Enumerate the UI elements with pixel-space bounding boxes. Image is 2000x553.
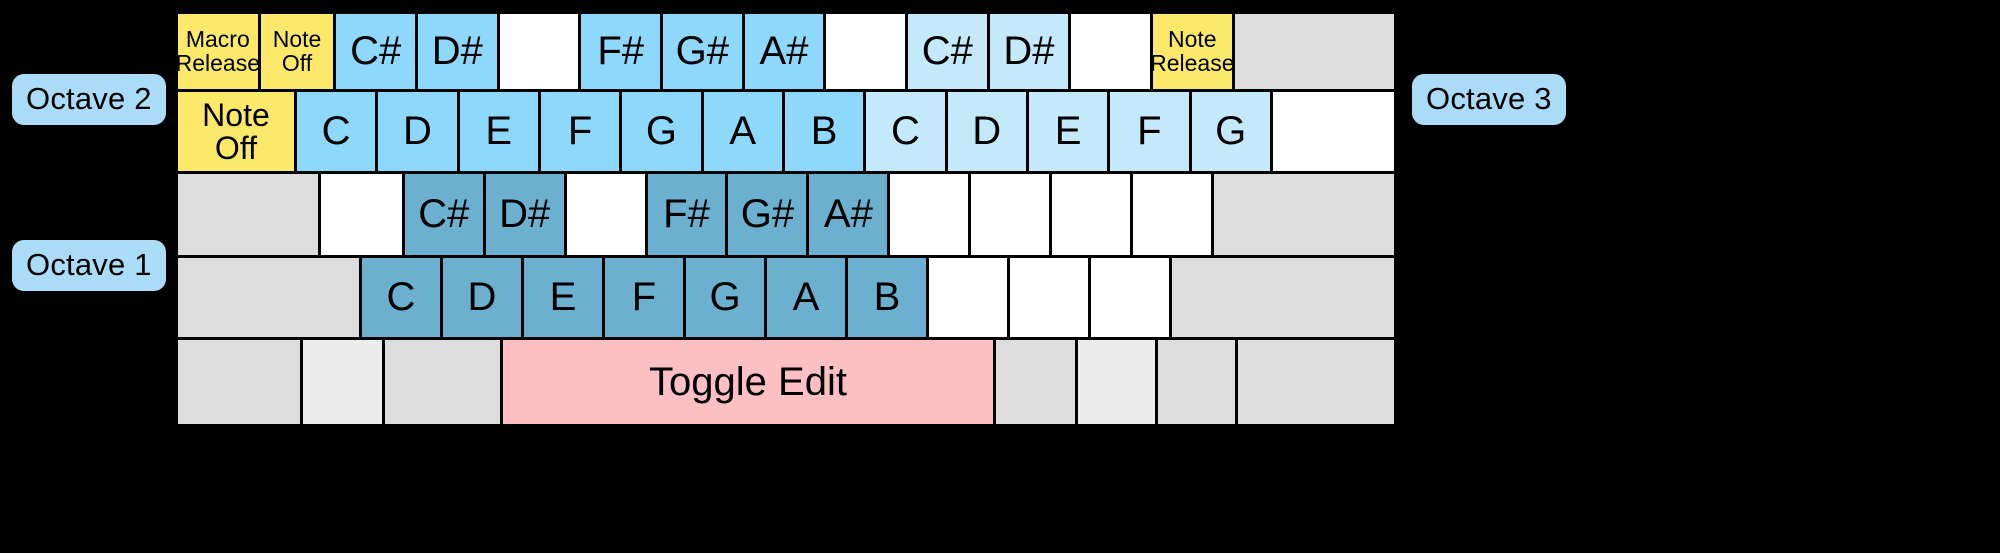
key-f-sharp[interactable]: F#: [647, 174, 729, 258]
key-a[interactable]: A: [703, 92, 785, 174]
key-a-sharp[interactable]: A#: [744, 14, 827, 92]
key-toggle-edit[interactable]: Toggle Edit: [503, 340, 996, 424]
key-d-sharp[interactable]: D#: [485, 174, 567, 258]
key-e[interactable]: E: [459, 92, 541, 174]
key-c[interactable]: C: [362, 258, 443, 340]
key-blank: [1272, 92, 1394, 174]
key-d[interactable]: D: [378, 92, 460, 174]
key-b[interactable]: B: [784, 92, 867, 174]
key-c-sharp[interactable]: C#: [404, 174, 486, 258]
key-blank: [178, 340, 303, 424]
key-blank: [971, 174, 1053, 258]
key-blank: [1091, 258, 1172, 340]
key-g-sharp[interactable]: G#: [728, 174, 810, 258]
key-g-sharp[interactable]: G#: [663, 14, 745, 92]
key-e[interactable]: E: [1028, 92, 1111, 174]
key-blank: [1071, 14, 1153, 92]
key-a-sharp[interactable]: A#: [809, 174, 891, 258]
key-f-sharp[interactable]: F#: [581, 14, 664, 92]
key-g[interactable]: G: [1191, 92, 1273, 174]
key-e[interactable]: E: [524, 258, 605, 340]
key-blank: [996, 340, 1078, 424]
key-blank: [1238, 340, 1394, 424]
key-blank: [303, 340, 385, 424]
octave-1-label: Octave 1: [12, 240, 166, 291]
key-d[interactable]: D: [443, 258, 524, 340]
key-blank: [1172, 258, 1394, 340]
key-blank: [890, 174, 972, 258]
key-f[interactable]: F: [605, 258, 686, 340]
key-note-release[interactable]: Note Release: [1152, 14, 1235, 92]
key-blank: [1078, 340, 1158, 424]
key-c[interactable]: C: [866, 92, 948, 174]
key-d-sharp[interactable]: D#: [418, 14, 500, 92]
key-blank: [1010, 258, 1091, 340]
key-c-sharp[interactable]: C#: [907, 14, 990, 92]
key-c-sharp[interactable]: C#: [336, 14, 419, 92]
key-blank: [566, 174, 648, 258]
octave-2-label: Octave 2: [12, 74, 166, 125]
key-g[interactable]: G: [686, 258, 767, 340]
keyboard-row-space-row: Toggle Edit: [178, 340, 1394, 424]
key-f[interactable]: F: [540, 92, 623, 174]
key-d[interactable]: D: [947, 92, 1029, 174]
octave-3-label: Octave 3: [1412, 74, 1566, 125]
key-blank: [929, 258, 1010, 340]
key-blank: [499, 14, 582, 92]
key-blank: [1214, 174, 1394, 258]
key-macro-release[interactable]: Macro Release: [178, 14, 261, 92]
key-blank: [1234, 14, 1394, 92]
key-note-off[interactable]: Note Off: [260, 14, 337, 92]
key-blank: [826, 14, 908, 92]
key-a[interactable]: A: [767, 258, 848, 340]
key-c[interactable]: C: [296, 92, 379, 174]
key-blank: [178, 174, 321, 258]
key-b[interactable]: B: [848, 258, 929, 340]
key-blank: [1052, 174, 1134, 258]
key-f[interactable]: F: [1110, 92, 1192, 174]
keyboard-row-home-letter-row: C#D# F#G#A#: [178, 174, 1394, 258]
key-blank: [1158, 340, 1238, 424]
key-d-sharp[interactable]: D#: [989, 14, 1072, 92]
key-blank: [1133, 174, 1215, 258]
key-g[interactable]: G: [622, 92, 704, 174]
key-blank: [178, 258, 362, 340]
key-note-off[interactable]: Note Off: [178, 92, 297, 174]
key-blank: [385, 340, 503, 424]
key-blank: [320, 174, 405, 258]
